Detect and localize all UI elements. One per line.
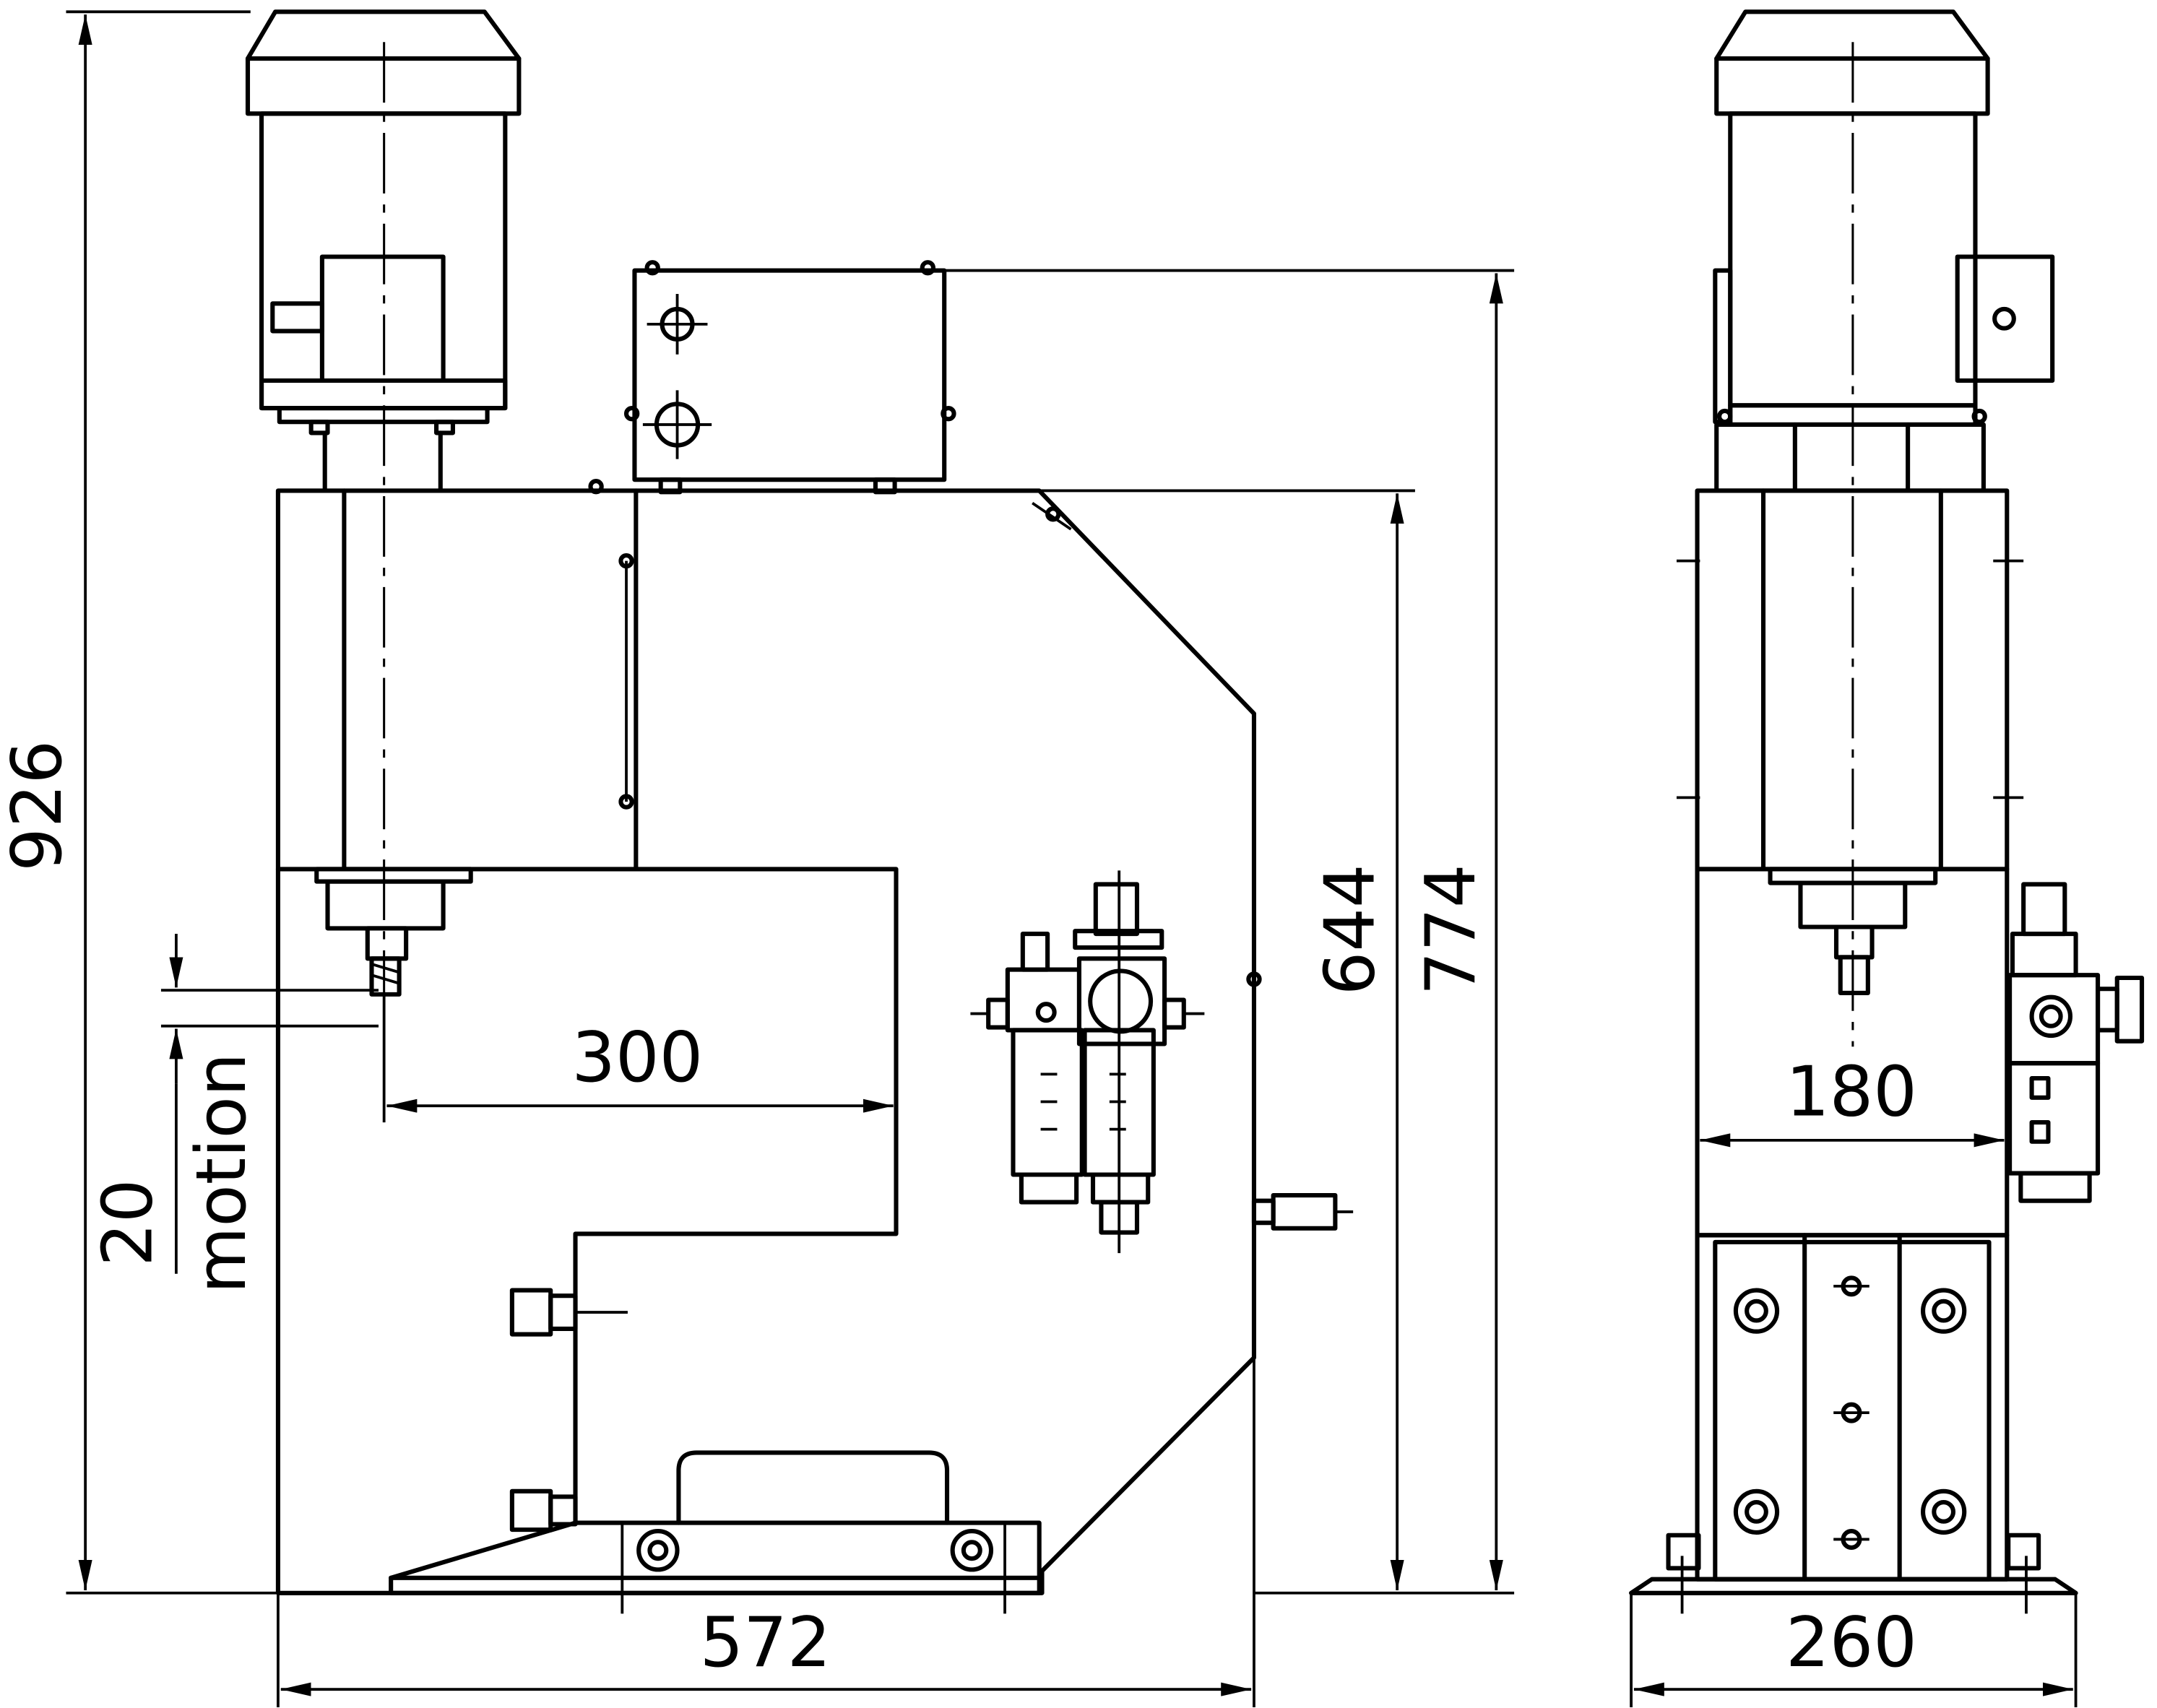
dim-throat-depth: 300 xyxy=(571,1018,703,1098)
frame-bolts xyxy=(509,1288,628,1533)
front-view xyxy=(245,9,1354,1595)
base-plate xyxy=(389,1450,1042,1595)
side-frl xyxy=(2007,882,2145,1203)
punch-head xyxy=(314,867,473,997)
dim-base-length: 572 xyxy=(700,1603,831,1683)
air-frl-unit xyxy=(970,870,1205,1254)
side-motor xyxy=(1713,9,2055,493)
dim-frame-height: 774 xyxy=(1412,864,1491,995)
c-frame xyxy=(275,479,1262,1595)
dimension-lines xyxy=(66,10,2078,1707)
control-box xyxy=(623,260,956,495)
side-fitting xyxy=(1251,1193,1354,1231)
dimension-labels: 926 774 644 300 20 motion 572 180 260 xyxy=(0,740,1917,1683)
dim-throat-height: 644 xyxy=(1311,864,1391,995)
dim-side-width: 180 xyxy=(1786,1053,1917,1132)
dim-side-base-width: 260 xyxy=(1786,1603,1917,1683)
dim-stroke-label: motion xyxy=(182,1053,261,1294)
side-mount-plate xyxy=(1629,1233,2078,1595)
dim-stroke-value: 20 xyxy=(89,1179,168,1267)
side-view xyxy=(1629,9,2145,1595)
dim-overall-height: 926 xyxy=(0,740,77,872)
